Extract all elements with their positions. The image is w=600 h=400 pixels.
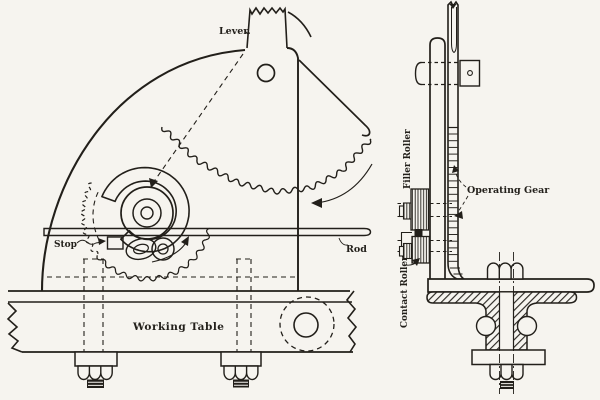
table-bolt-left xyxy=(74,351,118,388)
thread-tip xyxy=(500,381,514,389)
table-hole xyxy=(293,312,319,338)
table-bolt-right xyxy=(220,351,262,388)
contact-roller-label: Contact Roller xyxy=(400,256,410,328)
roller-link-outer xyxy=(125,237,157,261)
roller-link-inner xyxy=(133,243,149,255)
gear-train xyxy=(80,126,372,282)
operating-gear-leader-lower xyxy=(457,195,469,213)
gear-arrowhead xyxy=(181,236,189,246)
pivot-arrowhead xyxy=(149,178,158,188)
motion-lines xyxy=(149,53,373,263)
plate-hole xyxy=(256,63,276,83)
thread-lines xyxy=(234,381,248,386)
bar-slot xyxy=(451,7,457,54)
stop-leader xyxy=(76,239,103,245)
filler-roller-label: Filler Roller xyxy=(403,129,413,189)
stop-block xyxy=(106,236,124,250)
bolt-channel xyxy=(499,292,514,350)
front-elevation-view: Lever. Stop Rod Working Table xyxy=(6,6,373,388)
stud-end-cap xyxy=(414,61,422,86)
plate-right-edge xyxy=(286,47,299,291)
table-hole-dashed-circle xyxy=(279,296,335,352)
bolt-shank-right-dashed xyxy=(236,258,252,352)
operating-gear-label: Operating Gear xyxy=(467,185,550,196)
bolt-body xyxy=(74,351,118,367)
side-plate-bar xyxy=(429,37,446,279)
lever-swing-line xyxy=(298,59,371,137)
gear-root-circle-dashed xyxy=(92,191,101,243)
thread-tip xyxy=(87,379,104,388)
hex-nut xyxy=(77,365,113,381)
filler-axle-cap xyxy=(398,205,405,218)
hex-head xyxy=(486,262,524,280)
hub-mid-circle xyxy=(132,198,162,228)
hub-shaft-hole xyxy=(140,206,154,220)
trunnion-boss-right xyxy=(516,315,538,337)
hex-nut xyxy=(223,365,259,381)
filler-roller xyxy=(410,188,430,231)
sector-rotation-arrow xyxy=(315,163,373,204)
spur-gear-teeth-hidden xyxy=(80,182,99,256)
stud-hole xyxy=(467,70,473,76)
bolt-body xyxy=(220,351,262,367)
bracket-plate xyxy=(427,278,595,293)
contact-roller-arrowhead xyxy=(412,258,420,266)
table-right-break xyxy=(345,290,358,353)
hidden-base-dashed xyxy=(47,258,298,352)
sector-gear-teeth xyxy=(161,126,372,195)
rod-assembly xyxy=(43,227,372,250)
operating-gear-arrowhead-upper xyxy=(452,165,459,173)
gear-teeth-ticks xyxy=(448,133,458,262)
roller-assembly xyxy=(397,188,452,264)
contact-point xyxy=(414,229,423,237)
rod-leader xyxy=(338,237,349,246)
lever-cord-curve xyxy=(287,11,312,38)
rod-bar xyxy=(43,227,372,237)
contact-roller xyxy=(411,235,431,264)
roller-pin xyxy=(157,243,169,255)
break-notch xyxy=(449,4,457,9)
rod-label: Rod xyxy=(346,244,367,255)
operating-gear-leader-upper xyxy=(454,169,467,188)
center-lines xyxy=(499,252,514,394)
contact-roller-axle xyxy=(402,242,413,260)
hub-outer-circle xyxy=(120,186,174,240)
thread-lines xyxy=(501,383,513,387)
side-elevation-view: Filler Roller Contact Roller Operating G… xyxy=(397,0,595,394)
lever-stub xyxy=(246,6,288,49)
thread-lines xyxy=(88,381,103,386)
stud-plate xyxy=(459,59,481,87)
stop-label: Stop xyxy=(54,240,77,250)
cross-stud xyxy=(414,59,481,87)
operating-gear-edge xyxy=(448,126,463,275)
filler-roller-axle xyxy=(402,202,412,220)
small-roller xyxy=(125,237,175,261)
working-table-label: Working Table xyxy=(132,321,225,333)
gear-bottom-ticks xyxy=(450,267,463,275)
trunnion-boss-left xyxy=(475,315,497,337)
lever-leader xyxy=(244,30,249,35)
spur-gear-teeth xyxy=(96,227,210,282)
contact-axle-cap xyxy=(398,245,405,257)
plate-arc-edge xyxy=(40,48,246,292)
operating-gear-arrowhead-lower xyxy=(454,211,463,219)
hex-nut xyxy=(489,363,524,381)
bracket-base xyxy=(426,252,595,394)
stop-arrowhead xyxy=(98,238,106,245)
roller-outer xyxy=(151,237,175,261)
bolt-shank-left-dashed xyxy=(83,258,104,352)
scroll-spring-band xyxy=(101,166,190,253)
washer-plate xyxy=(471,349,546,366)
table-left-break xyxy=(6,302,23,353)
lever-label: Lever. xyxy=(219,26,251,37)
sector-arrowhead xyxy=(311,198,322,208)
sector-plate xyxy=(40,6,371,292)
thread-tip xyxy=(233,379,249,388)
